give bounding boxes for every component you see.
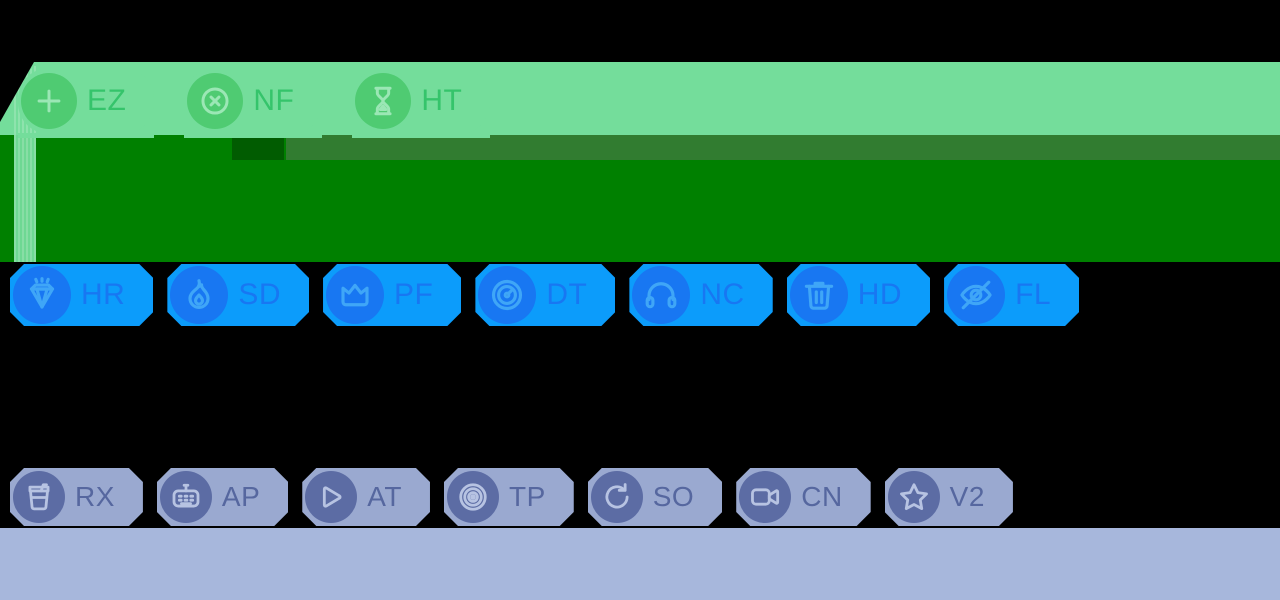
chip-label: PF: [394, 278, 434, 311]
chip-label: SD: [238, 278, 282, 311]
chip-dt[interactable]: DT: [475, 264, 615, 326]
chip-label: HT: [421, 84, 463, 117]
green-chip-row: EZ NF HT: [18, 68, 491, 138]
target-icon: [447, 471, 499, 523]
chip-label: EZ: [87, 84, 127, 117]
chip-label: AP: [221, 481, 261, 512]
chip-label: TP: [508, 481, 546, 512]
band-mid-green-darker: [232, 135, 284, 160]
chip-so[interactable]: SO: [588, 468, 722, 526]
crown-icon: [326, 266, 384, 324]
hourglass-icon: [355, 73, 412, 129]
video-camera-icon: [739, 471, 791, 523]
speedometer-icon: [478, 266, 536, 324]
drink-cup-icon: [13, 471, 65, 523]
chip-label: HD: [857, 278, 903, 311]
chip-hd[interactable]: HD: [787, 264, 930, 326]
band-bottom-slate-blue: [0, 528, 1280, 600]
chip-pf[interactable]: PF: [323, 264, 461, 326]
chip-fl[interactable]: FL: [944, 264, 1079, 326]
chip-label: FL: [1015, 278, 1052, 311]
diamond-icon: [13, 266, 71, 324]
chip-label: HR: [81, 278, 126, 311]
chip-ap[interactable]: AP: [157, 468, 288, 526]
slate-chip-row: RX AP AT TP SO: [10, 468, 1013, 526]
chip-label: CN: [801, 481, 843, 512]
play-icon: [305, 471, 357, 523]
chip-tp[interactable]: TP: [444, 468, 574, 526]
chip-label: V2: [949, 481, 985, 512]
chip-at[interactable]: AT: [302, 468, 430, 526]
chip-sd[interactable]: SD: [167, 264, 309, 326]
band-solid-green: [0, 160, 1280, 262]
chip-nc[interactable]: NC: [629, 264, 772, 326]
plus-icon: [21, 73, 77, 129]
chip-label: SO: [652, 481, 695, 512]
eye-off-icon: [947, 266, 1005, 324]
star-icon: [888, 471, 940, 523]
blue-chip-row: HR SD PF DT NC: [10, 264, 1079, 326]
chip-rx[interactable]: RX: [10, 468, 143, 526]
chip-ez[interactable]: EZ: [18, 68, 155, 138]
refresh-icon: [591, 471, 643, 523]
flame-icon: [170, 266, 228, 324]
chip-cn[interactable]: CN: [736, 468, 870, 526]
keyboard-robot-icon: [160, 471, 212, 523]
chip-label: AT: [367, 481, 402, 512]
chip-label: DT: [546, 278, 588, 311]
chip-label: RX: [75, 481, 115, 512]
close-circle-icon: [187, 73, 244, 129]
chip-v2[interactable]: V2: [885, 468, 1013, 526]
chip-nf[interactable]: NF: [184, 68, 323, 138]
headphones-icon: [632, 266, 690, 324]
chip-label: NC: [700, 278, 745, 311]
chip-hr[interactable]: HR: [10, 264, 153, 326]
chip-ht[interactable]: HT: [352, 68, 491, 138]
chip-label: NF: [253, 84, 295, 117]
trash-icon: [790, 266, 848, 324]
